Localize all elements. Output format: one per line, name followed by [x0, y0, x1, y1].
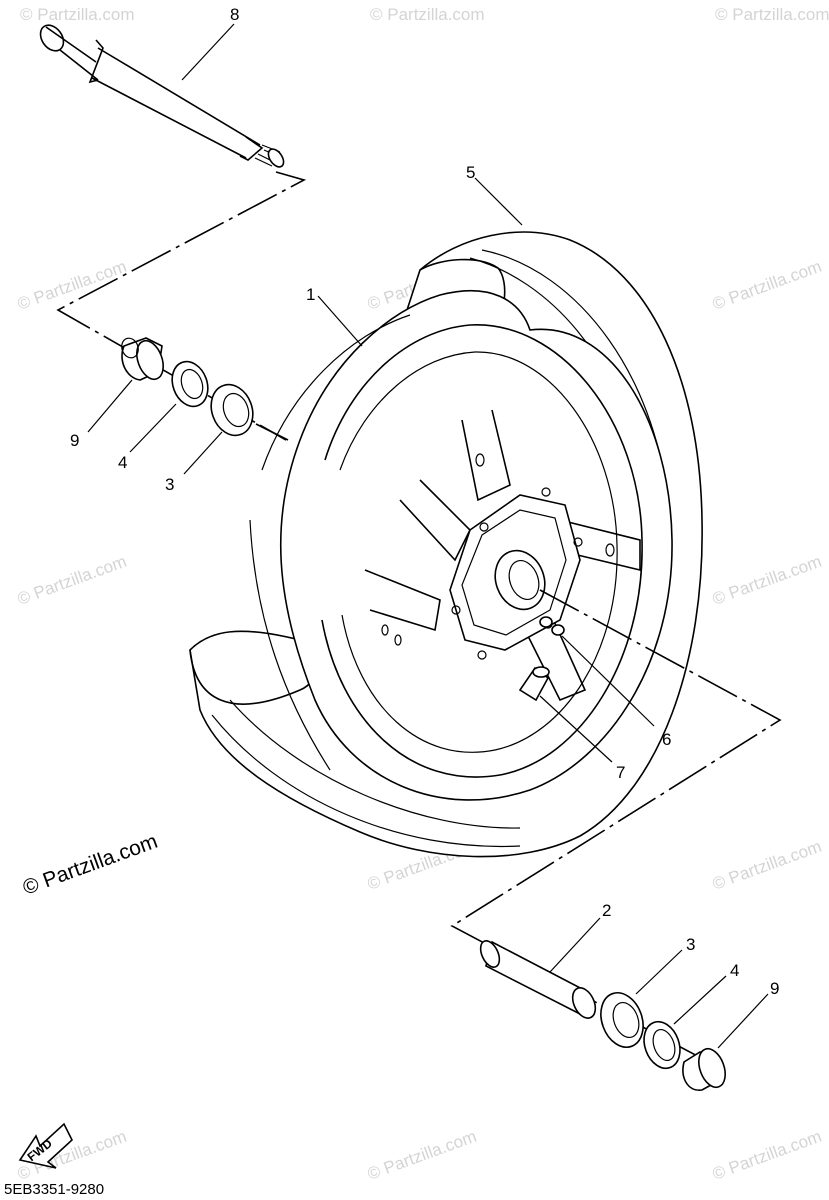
left-bearing-part-3: 3: [165, 383, 254, 494]
part-label-2: 2: [602, 901, 611, 920]
watermark: © Partzilla.com: [710, 837, 824, 894]
watermark: © Partzilla.com: [15, 257, 129, 314]
watermark: © Partzilla.com: [710, 257, 824, 314]
part-label-9-right: 9: [770, 979, 779, 998]
left-oil-seal-part-4: 4: [118, 360, 209, 472]
watermark: © Partzilla.com: [715, 5, 829, 24]
valve-part-7: 7: [518, 666, 625, 782]
partzilla-watermark: © Partzilla.com: [20, 830, 161, 900]
part-label-4-left: 4: [118, 453, 127, 472]
right-collar-part-9: 9: [682, 979, 779, 1091]
spacer-part-2: 2: [479, 901, 611, 1019]
diagram-code: 5EB3351-9280: [4, 1181, 104, 1198]
part-label-7: 7: [616, 763, 625, 782]
part-label-5: 5: [466, 163, 475, 182]
leader-line: [181, 23, 235, 81]
right-bearing-part-3: 3: [600, 935, 695, 1048]
watermark: © Partzilla.com: [365, 1127, 479, 1184]
assembly-axis-left-end: [255, 423, 289, 441]
part-label-3-right: 3: [686, 935, 695, 954]
part-label-9-left: 9: [70, 431, 79, 450]
watermark: © Partzilla.com: [710, 1127, 824, 1184]
axle-part-8: 8: [39, 5, 285, 168]
watermark: © Partzilla.com: [710, 552, 824, 609]
part-label-6: 6: [662, 730, 671, 749]
left-collar-part-9: 9: [70, 337, 164, 450]
wheel-rim-part-1: [249, 290, 673, 801]
part-label-3-left: 3: [165, 475, 174, 494]
right-oil-seal-part-4: 4: [643, 961, 739, 1070]
watermark: © Partzilla.com: [15, 552, 129, 609]
part-label-8: 8: [230, 5, 239, 24]
part-label-4-right: 4: [730, 961, 739, 980]
watermark: © Partzilla.com: [20, 5, 135, 24]
watermark: © Partzilla.com: [370, 5, 485, 24]
valve-nut-part-6: 6: [539, 616, 671, 749]
part-label-1: 1: [306, 285, 315, 304]
